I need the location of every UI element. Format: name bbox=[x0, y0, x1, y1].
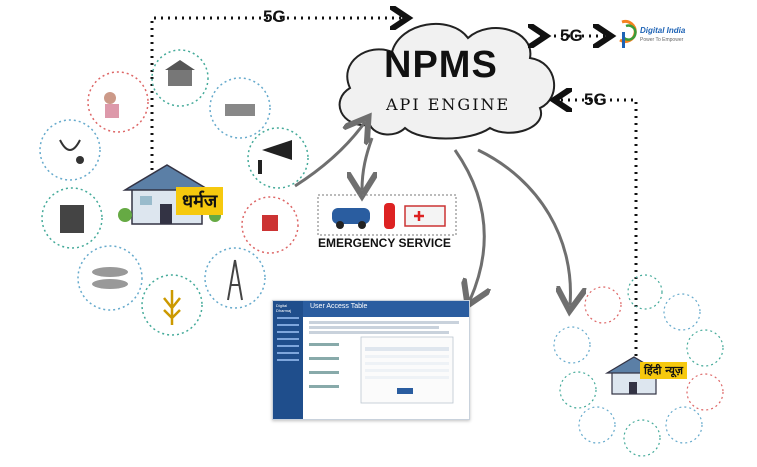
link-5g-digital-india-label: 5G bbox=[560, 26, 583, 45]
link-5g-right bbox=[560, 100, 638, 370]
digital-india-name: Digital India bbox=[640, 26, 686, 35]
arrow-dharmaj-to-engine bbox=[294, 122, 365, 188]
bank-icon bbox=[151, 49, 209, 107]
smart-meter-icon bbox=[77, 245, 143, 311]
app-sidebar-item bbox=[277, 345, 299, 347]
app-sidebar-item bbox=[277, 331, 299, 333]
app-title: User Access Table bbox=[310, 303, 368, 310]
app-sidebar-item bbox=[277, 317, 299, 319]
link-5g-top-label: 5G bbox=[263, 7, 286, 26]
npms-cloud bbox=[338, 23, 556, 140]
police-car-icon bbox=[332, 208, 370, 224]
family-icon bbox=[87, 71, 149, 133]
left-village-glyphs bbox=[59, 60, 292, 325]
village-left-name: धर्मज bbox=[176, 187, 224, 215]
cctv-icon bbox=[247, 127, 309, 189]
app-sidebar: Digital Dharmaj bbox=[273, 301, 303, 419]
left-village-icons bbox=[39, 49, 309, 336]
app-sidebar-item bbox=[277, 352, 299, 354]
engine-title: NPMS bbox=[384, 44, 498, 86]
fire-extinguisher-icon bbox=[384, 203, 395, 229]
wheat-icon bbox=[141, 274, 203, 336]
meter-icon bbox=[41, 187, 103, 249]
tower-icon bbox=[204, 247, 266, 309]
link-5g-top bbox=[150, 18, 402, 170]
digital-india-tagline: Power To Empower bbox=[640, 37, 684, 43]
right-village-icons bbox=[553, 274, 724, 457]
app-sidebar-item bbox=[277, 338, 299, 340]
emergency-box bbox=[317, 194, 457, 236]
ambulance-icon bbox=[404, 205, 446, 227]
drone-truck-icon bbox=[209, 77, 271, 139]
engine-subtitle: API ENGINE bbox=[386, 95, 511, 114]
village-right-name: हिंदी न्यूज़ bbox=[640, 362, 687, 379]
shopping-icon bbox=[241, 196, 299, 254]
arrow-engine-to-app bbox=[453, 149, 484, 300]
app-screenshot: Digital Dharmaj User Access Table bbox=[272, 300, 470, 420]
app-content bbox=[309, 321, 459, 404]
arrow-engine-to-emergency bbox=[362, 137, 372, 190]
app-sidebar-item bbox=[277, 359, 299, 361]
app-sidebar-item bbox=[277, 324, 299, 326]
app-sidebar-logo: Digital Dharmaj bbox=[276, 303, 292, 313]
link-5g-right-label: 5G bbox=[584, 90, 607, 109]
arrow-engine-to-right-village bbox=[477, 148, 570, 305]
app-header bbox=[303, 301, 469, 317]
emergency-glyphs bbox=[332, 203, 446, 229]
emergency-label: EMERGENCY SERVICE bbox=[318, 236, 451, 250]
digital-india-logo-icon bbox=[619, 19, 637, 48]
stethoscope-icon bbox=[39, 119, 101, 181]
